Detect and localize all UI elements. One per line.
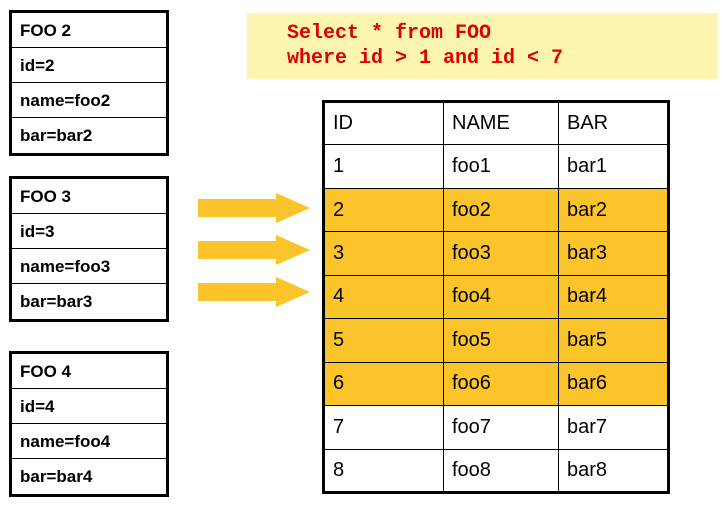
column-header-id: ID bbox=[323, 101, 444, 146]
right-arrow-icon bbox=[198, 235, 310, 265]
cell-id: 1 bbox=[323, 144, 444, 189]
entity-field-id: id=4 bbox=[12, 389, 166, 424]
table-row: 6 foo6 bar6 bbox=[323, 361, 669, 407]
flow-arrows bbox=[198, 193, 316, 308]
cell-id: 3 bbox=[323, 231, 444, 276]
cell-bar: bar5 bbox=[558, 318, 669, 363]
cell-name: foo5 bbox=[443, 318, 559, 363]
entity-field-name: name=foo3 bbox=[12, 249, 166, 284]
entity-field-id: id=3 bbox=[12, 214, 166, 249]
entity-box-foo4: FOO 4 id=4 name=foo4 bar=bar4 bbox=[9, 351, 169, 497]
cell-id: 6 bbox=[323, 361, 444, 407]
table-row: 4 foo4 bar4 bbox=[323, 274, 669, 320]
entity-field-bar: bar=bar4 bbox=[20, 467, 93, 486]
entity-field-bar: bar=bar3 bbox=[20, 292, 93, 311]
table-row: 8 foo8 bar8 bbox=[323, 448, 669, 493]
cell-bar: bar1 bbox=[558, 144, 669, 189]
entity-field-name: name=foo4 bbox=[12, 424, 166, 459]
column-header-name: NAME bbox=[443, 101, 559, 146]
sql-query-box: Select * from FOO where id > 1 and id < … bbox=[247, 13, 718, 79]
cell-bar: bar7 bbox=[558, 405, 669, 450]
sql-query-line-1: Select * from FOO bbox=[287, 22, 492, 45]
cell-bar: bar2 bbox=[558, 187, 669, 233]
cell-name: foo8 bbox=[443, 448, 559, 493]
column-header-bar: BAR bbox=[558, 101, 669, 146]
right-arrow-icon bbox=[198, 277, 310, 307]
entity-field-name: name=foo2 bbox=[12, 83, 166, 118]
table-row: 2 foo2 bar2 bbox=[323, 187, 669, 233]
entity-title: FOO 3 bbox=[12, 179, 166, 214]
entity-field-id: id=2 bbox=[12, 48, 166, 83]
cell-name: foo4 bbox=[443, 274, 559, 320]
cell-name: foo7 bbox=[443, 405, 559, 450]
table-row: 1 foo1 bar1 bbox=[323, 144, 669, 189]
cell-name: foo3 bbox=[443, 231, 559, 276]
cell-id: 5 bbox=[323, 318, 444, 363]
result-table: ID NAME BAR 1 foo1 bar1 2 foo2 bar2 3 fo… bbox=[322, 100, 670, 494]
entity-box-foo2: FOO 2 id=2 name=foo2 bar=bar2 bbox=[9, 10, 169, 156]
cell-id: 4 bbox=[323, 274, 444, 320]
table-row: 5 foo5 bar5 bbox=[323, 318, 669, 363]
entity-field-bar: bar=bar2 bbox=[20, 126, 93, 145]
cell-bar: bar4 bbox=[558, 274, 669, 320]
table-row: 7 foo7 bar7 bbox=[323, 405, 669, 450]
entity-title: FOO 4 bbox=[12, 354, 166, 389]
cell-id: 2 bbox=[323, 187, 444, 233]
entity-title: FOO 2 bbox=[12, 13, 166, 48]
cell-id: 8 bbox=[323, 448, 444, 493]
table-header-row: ID NAME BAR bbox=[323, 101, 669, 146]
cell-name: foo2 bbox=[443, 187, 559, 233]
sql-query-line-2: where id > 1 and id < 7 bbox=[287, 47, 564, 70]
cell-name: foo1 bbox=[443, 144, 559, 189]
cell-bar: bar8 bbox=[558, 448, 669, 493]
table-row: 3 foo3 bar3 bbox=[323, 231, 669, 276]
cell-id: 7 bbox=[323, 405, 444, 450]
cell-name: foo6 bbox=[443, 361, 559, 407]
cell-bar: bar6 bbox=[558, 361, 669, 407]
entity-box-foo3: FOO 3 id=3 name=foo3 bar=bar3 bbox=[9, 176, 169, 322]
right-arrow-icon bbox=[198, 193, 310, 223]
cell-bar: bar3 bbox=[558, 231, 669, 276]
